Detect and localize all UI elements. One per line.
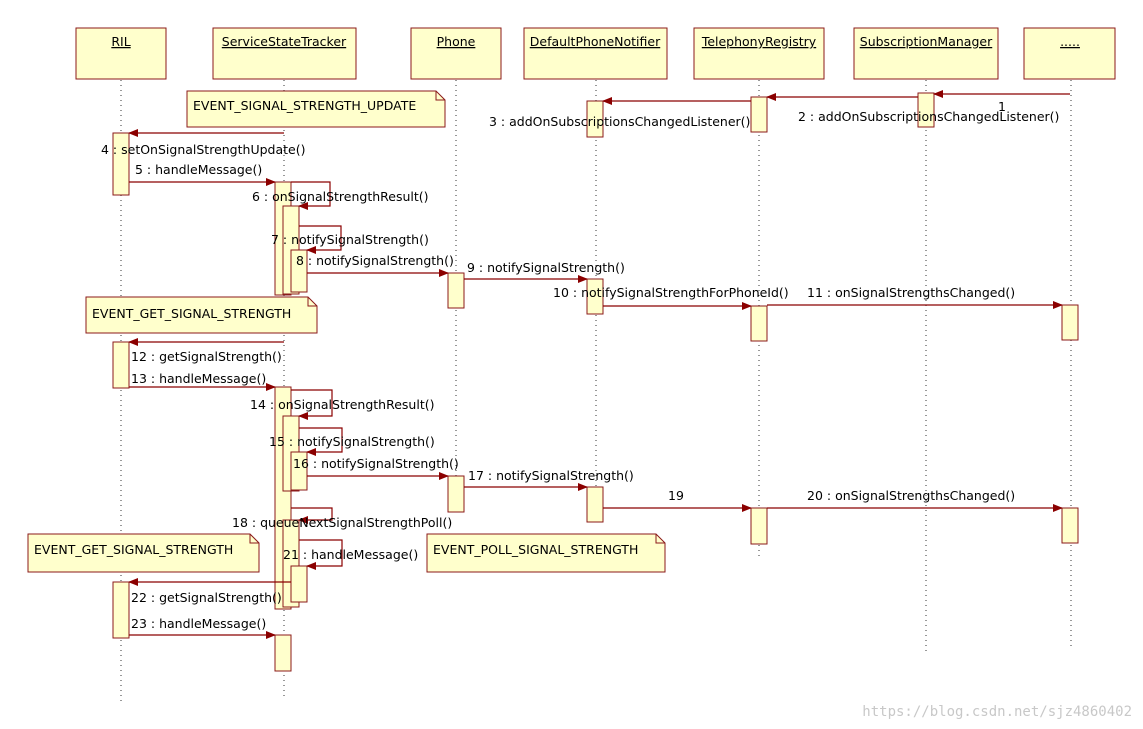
lifeline-label-treg: TelephonyRegistry — [701, 34, 817, 49]
lifeline-label-dots: ..... — [1060, 34, 1080, 49]
lifeline-header-phone: Phone — [410, 27, 502, 80]
activation-dpn-2 — [586, 278, 604, 315]
message-18-label: 18 : queueNextSignalStrengthPoll() — [232, 515, 452, 530]
activation-ril-2 — [112, 341, 130, 389]
message-7-arrow — [299, 225, 342, 254]
lifeline-header-dots: ..... — [1023, 27, 1116, 80]
lifeline-label-subm: SubscriptionManager — [860, 34, 993, 49]
activation-treg-1 — [750, 96, 768, 133]
message-21-label: 21 : handleMessage() — [283, 547, 418, 562]
lifeline-label-phone: Phone — [437, 34, 476, 49]
activation-dots-2 — [1061, 507, 1079, 544]
message-8-label: 8 : notifySignalStrength() — [296, 253, 454, 268]
message-4-label: 4 : setOnSignalStrengthUpdate() — [101, 142, 305, 157]
activation-ril-3 — [112, 581, 130, 639]
lifeline-label-dpn: DefaultPhoneNotifier — [530, 34, 661, 49]
message-20-label: 20 : onSignalStrengthsChanged() — [807, 488, 1015, 503]
message-13-label: 13 : handleMessage() — [131, 371, 266, 386]
watermark: https://blog.csdn.net/sjz4860402 — [862, 704, 1132, 720]
message-21-arrow — [299, 539, 343, 570]
message-1-label: 1 — [998, 99, 1006, 114]
lifeline-header-subm: SubscriptionManager — [853, 27, 999, 80]
message-11-label: 11 : onSignalStrengthsChanged() — [807, 285, 1015, 300]
message-3-label: 3 : addOnSubscriptionsChangedListener() — [489, 114, 750, 129]
message-9-label: 9 : notifySignalStrength() — [467, 260, 625, 275]
message-2-label: 2 : addOnSubscriptionsChangedListener() — [798, 109, 1059, 124]
activation-dpn-1 — [586, 100, 604, 138]
message-12-label: 12 : getSignalStrength() — [131, 349, 282, 364]
lifeline-headers: RIL ServiceStateTracker Phone DefaultPho… — [75, 27, 1116, 80]
activation-treg-2 — [750, 305, 768, 342]
note-text: EVENT_POLL_SIGNAL_STRENGTH — [433, 542, 638, 557]
message-10-label: 10 : notifySignalStrengthForPhoneId() — [553, 285, 789, 300]
lifeline-header-dpn: DefaultPhoneNotifier — [523, 27, 668, 80]
lifeline-header-treg: TelephonyRegistry — [693, 27, 825, 80]
message-labels: 1 2 : addOnSubscriptionsChangedListener(… — [101, 99, 1059, 631]
message-19-label: 19 — [668, 488, 684, 503]
note-text: EVENT_GET_SIGNAL_STRENGTH — [34, 542, 233, 557]
note-event-get-signal-strength-1: EVENT_GET_SIGNAL_STRENGTH — [85, 296, 318, 334]
message-18-arrow — [291, 507, 333, 524]
activation-sst-2c — [290, 451, 308, 491]
note-event-signal-strength-update: EVENT_SIGNAL_STRENGTH_UPDATE — [186, 90, 446, 128]
activation-phone-2 — [447, 475, 465, 513]
message-16-label: 16 : notifySignalStrength() — [293, 456, 459, 471]
activation-subm-1 — [917, 92, 935, 128]
message-22-label: 22 : getSignalStrength() — [131, 590, 282, 605]
message-15-arrow — [299, 427, 343, 456]
activation-bars — [112, 92, 1079, 672]
note-text: EVENT_SIGNAL_STRENGTH_UPDATE — [193, 98, 416, 113]
activation-treg-3 — [750, 507, 768, 545]
message-23-label: 23 : handleMessage() — [131, 616, 266, 631]
message-5-label: 5 : handleMessage() — [135, 162, 262, 177]
message-15-label: 15 : notifySignalStrength() — [269, 434, 435, 449]
lifeline-header-sst: ServiceStateTracker — [212, 27, 357, 80]
message-14-label: 14 : onSignalStrengthResult() — [250, 397, 434, 412]
message-17-label: 17 : notifySignalStrength() — [468, 468, 634, 483]
lifeline-label-sst: ServiceStateTracker — [222, 34, 347, 49]
lifelines — [120, 80, 1072, 705]
lifeline-label-ril: RIL — [111, 34, 130, 49]
activation-dots-1 — [1061, 304, 1079, 341]
activation-phone-1 — [447, 272, 465, 309]
message-14-arrow — [291, 389, 333, 420]
message-7-label: 7 : notifySignalStrength() — [271, 232, 429, 247]
note-event-get-signal-strength-2: EVENT_GET_SIGNAL_STRENGTH — [27, 533, 260, 573]
activation-ril-1 — [112, 132, 130, 196]
message-6-label: 6 : onSignalStrengthResult() — [252, 189, 429, 204]
activation-sst-2e — [290, 565, 308, 603]
note-event-poll-signal-strength: EVENT_POLL_SIGNAL_STRENGTH — [426, 533, 666, 573]
lifeline-header-ril: RIL — [75, 27, 167, 80]
activation-dpn-3 — [586, 486, 604, 523]
note-text: EVENT_GET_SIGNAL_STRENGTH — [92, 306, 291, 321]
activation-sst-3 — [274, 634, 292, 672]
activation-sst-1c — [290, 249, 308, 293]
notes: EVENT_SIGNAL_STRENGTH_UPDATE EVENT_GET_S… — [27, 90, 666, 573]
message-arrows — [128, 90, 1070, 639]
message-6-arrow — [291, 181, 331, 210]
